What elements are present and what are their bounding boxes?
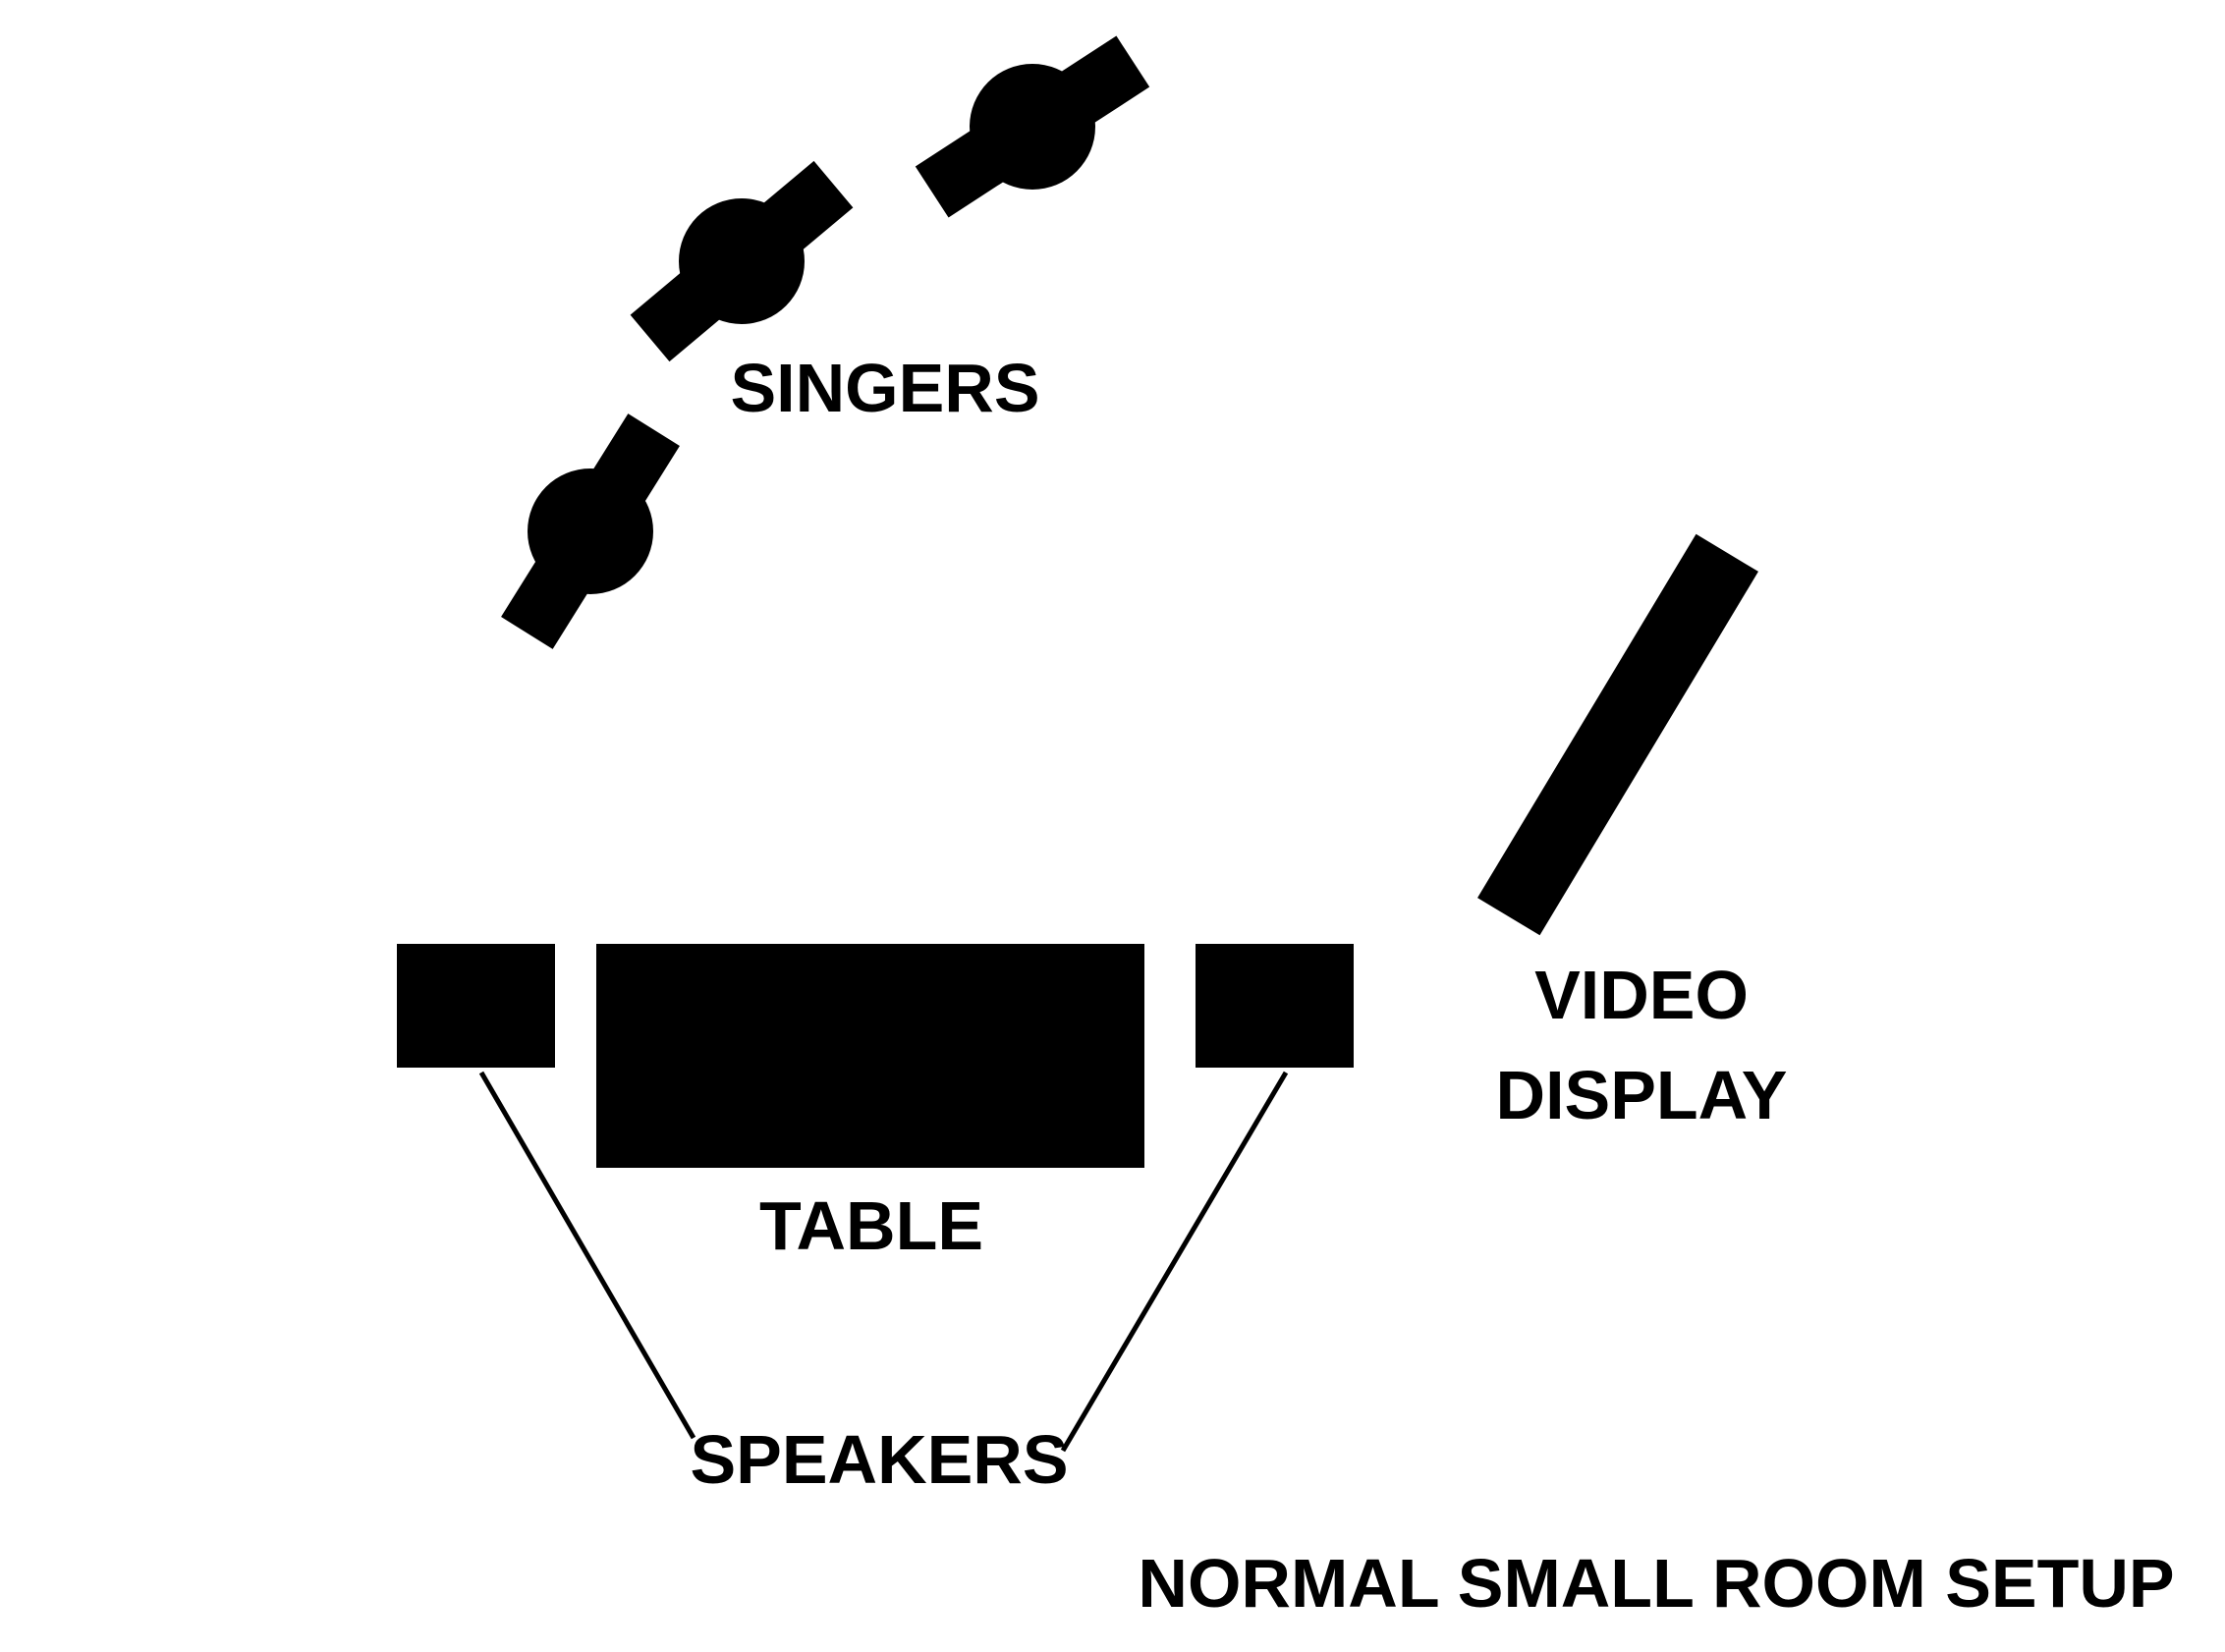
video-display-label-line2: DISPLAY bbox=[1495, 1057, 1788, 1133]
diagram-title: NORMAL SMALL ROOM SETUP bbox=[1138, 1545, 2175, 1622]
singers-label: SINGERS bbox=[730, 350, 1040, 426]
table-label: TABLE bbox=[758, 1187, 984, 1264]
speaker-left-shape bbox=[397, 944, 555, 1068]
video-display-shape bbox=[1477, 533, 1758, 936]
singer-head bbox=[528, 468, 653, 594]
video-display-label: VIDEO DISPLAY bbox=[1496, 945, 1788, 1145]
speakers-label: SPEAKERS bbox=[690, 1421, 1069, 1498]
video-display-label-line1: VIDEO bbox=[1534, 957, 1749, 1033]
singer-head bbox=[970, 64, 1095, 190]
singer-head bbox=[679, 198, 805, 324]
speaker-right-shape bbox=[1196, 944, 1354, 1068]
table-shape bbox=[596, 944, 1144, 1168]
